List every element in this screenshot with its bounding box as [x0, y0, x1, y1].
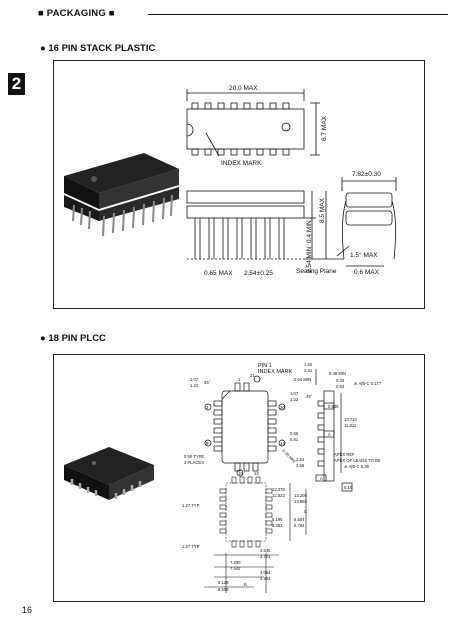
dim-10-710: 10.710 — [344, 417, 357, 422]
dip-end-view — [336, 177, 397, 267]
dim-4-254: 4.254 — [260, 576, 271, 581]
dim-0-50-type: 0.50 TYPE — [184, 454, 204, 459]
label-index-mark: INDEX MARK — [221, 160, 262, 167]
dip-side-view — [186, 190, 344, 260]
header-title: ■ PACKAGING ■ — [38, 8, 115, 19]
dim-lead-min: 2.54 MIN — [306, 246, 313, 273]
dim-11-811: 11.811 — [344, 423, 357, 428]
dim-0-38-min: 0.38 MIN — [329, 371, 346, 376]
dim-6-604: 6.604 — [294, 517, 305, 522]
pin-14: 14 — [280, 441, 285, 446]
chapter-tab: 2 — [8, 73, 25, 95]
pin-21: 21 — [250, 373, 255, 378]
dim-1-07-b: 1.07 — [290, 391, 299, 396]
plcc-drawing-panel: PIN 1 INDEX MARK 1.07 1.22 45° 3 1 21 20… — [53, 354, 425, 602]
dim-0-26-min: 0.26 MIN — [281, 448, 297, 464]
section-title-dip: ● 16 PIN STACK PLASTIC — [40, 43, 156, 54]
dim-thickness-max: 0.6 MAX — [354, 269, 380, 276]
dim-3-545: 3.545 — [260, 548, 271, 553]
dim-row-spacing: 7.82±0.30 — [352, 171, 381, 178]
dim-1-22: 1.22 — [190, 383, 199, 388]
dim-0-66: 0.66 — [290, 431, 299, 436]
datum-a-box: A — [320, 476, 323, 481]
datum-box: A — [328, 432, 331, 437]
tolerance-frame-3: 0.10 — [344, 485, 353, 490]
dim-2-54: 2.54 — [296, 457, 305, 462]
label-apex-ref: APEX REF — [334, 452, 355, 457]
dim-8-508: 8.508 — [218, 587, 229, 592]
pin-13: 13 — [254, 471, 259, 476]
dim-height-max: 6.7 MAX — [321, 115, 328, 141]
pin-3: 3 — [206, 405, 209, 410]
dip-top-view — [186, 89, 320, 157]
dim-7-290: 7.290 — [230, 560, 241, 565]
dim-1-27-typ: 1.27 TYP — [182, 503, 200, 508]
pin-20: 20 — [280, 405, 285, 410]
dim-45deg-b: 45° — [306, 394, 313, 399]
dim-2-41: 2.41 — [304, 368, 313, 373]
dim-6-351: 6.351 — [272, 523, 283, 528]
tolerance-frame-2: ⊕ A|B-C 0.38 — [344, 464, 370, 469]
dim-1-52: 1.52 — [304, 362, 313, 367]
label-pin1: PIN 1 — [258, 363, 272, 369]
dim-4-064: 4.064 — [260, 570, 271, 575]
section-title-plcc: ● 18 PIN PLCC — [40, 333, 106, 344]
dim-0-33: 0.33 — [336, 378, 345, 383]
dip-chip-illustration — [64, 153, 179, 237]
tolerance-frame-1: ⊕ A|B-C 0.177 — [354, 381, 382, 386]
plcc-side-view — [315, 369, 353, 492]
dim-3-56: 3.56 — [296, 463, 305, 468]
dim-width-max: 20.0 MAX — [229, 85, 258, 92]
dip-drawing-panel: 20.0 MAX 6.7 MAX INDEX MARK 0.4 MIN 8.5 … — [53, 60, 425, 309]
page-number: 16 — [22, 605, 33, 615]
pin-9: 9 — [206, 441, 209, 446]
page-header: ■ PACKAGING ■ — [38, 8, 448, 20]
dim-0-635: 0.635 — [328, 404, 339, 409]
dip-drawing: 20.0 MAX 6.7 MAX INDEX MARK 0.4 MIN 8.5 … — [64, 85, 397, 277]
dim-0-53: 0.53 — [336, 384, 345, 389]
dim-1-07: 1.07 — [190, 377, 199, 382]
dim-1-27-typ-2: 1.27 TYP — [182, 544, 200, 549]
label-3-places: 3 PLACES — [184, 460, 204, 465]
dim-0-81: 0.81 — [290, 437, 299, 442]
dim-pitch: 2.54±0.25 — [244, 270, 273, 277]
dim-12-522: 12.522 — [272, 493, 285, 498]
pin-1: 1 — [238, 377, 241, 382]
dim-6-195: 6.195 — [272, 517, 283, 522]
dim-0-64-min: 0.64 MIN — [294, 377, 311, 382]
dim-8-128: 8.128 — [218, 580, 229, 585]
plcc-bottom-view — [204, 476, 307, 593]
dim-body-max: 8.5 MAX — [319, 197, 326, 223]
dim-13-568: 13.568 — [294, 499, 307, 504]
dim-lead-width-max: 0.65 MAX — [204, 270, 233, 277]
dim-angle-max: 1.5° MAX — [350, 251, 378, 259]
dim-7-442: 7.442 — [230, 566, 241, 571]
label-seating-plane: Seating Plane — [296, 268, 337, 275]
plcc-top-view — [204, 375, 286, 477]
datum-c-box: C — [304, 509, 307, 514]
dim-3-721: 3.721 — [260, 554, 271, 559]
plcc-chip-illustration — [64, 447, 154, 500]
dim-6-784: 6.784 — [294, 523, 305, 528]
label-apex-note: APEX OF LEADS TO BE — [334, 458, 381, 463]
header-rule — [148, 14, 448, 15]
dim-45deg-a: 45° — [204, 380, 211, 385]
dim-13-208: 13.208 — [294, 493, 307, 498]
plcc-drawing: PIN 1 INDEX MARK 1.07 1.22 45° 3 1 21 20… — [64, 362, 382, 593]
pin-10: 10 — [238, 471, 243, 476]
datum-b-box: B — [244, 582, 247, 587]
label-plcc-index-mark: INDEX MARK — [258, 369, 293, 375]
dim-1-22-b: 1.22 — [290, 397, 299, 402]
dim-12-370: 12.370 — [272, 487, 285, 492]
dim-standoff-min: 0.4 MIN — [306, 220, 313, 243]
